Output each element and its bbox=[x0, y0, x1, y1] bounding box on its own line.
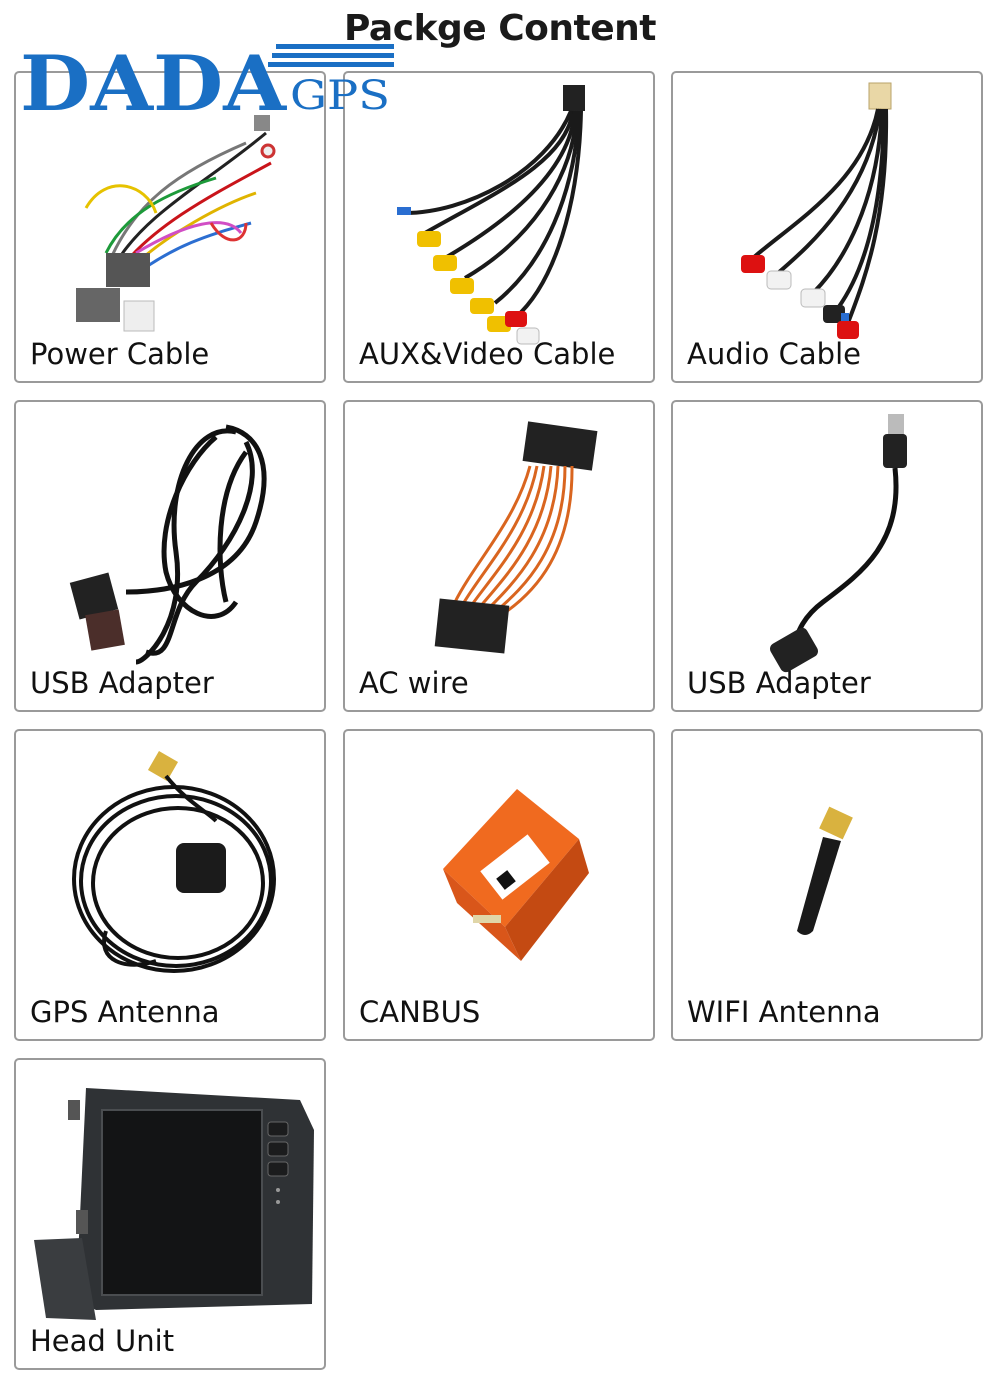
item-label: CANBUS bbox=[359, 995, 481, 1029]
head-unit-icon bbox=[34, 1088, 314, 1320]
item-card-aux-video-cable[interactable]: AUX&Video Cable bbox=[343, 71, 655, 383]
wifi-antenna-icon bbox=[797, 806, 853, 935]
canbus-decoder-box-icon bbox=[443, 789, 589, 961]
item-card-audio-cable[interactable]: Audio Cable bbox=[671, 71, 983, 383]
page-title: Packge Content bbox=[344, 8, 656, 49]
item-card-head-unit[interactable]: Head Unit bbox=[14, 1058, 326, 1370]
item-card-canbus[interactable]: CANBUS bbox=[343, 729, 655, 1041]
svg-text:GPS: GPS bbox=[290, 73, 390, 116]
dada-gps-logo: DADA GPS bbox=[20, 42, 394, 116]
item-card-usb-adapter[interactable]: USB Adapter bbox=[14, 400, 326, 712]
item-label: GPS Antenna bbox=[30, 995, 220, 1029]
usb-adapter-cable-icon bbox=[69, 424, 267, 665]
item-card-power-cable[interactable]: Power Cable bbox=[14, 71, 326, 383]
item-card-wifi-antenna[interactable]: WIFI Antenna bbox=[671, 729, 983, 1041]
rca-video-cable-icon bbox=[397, 85, 585, 345]
item-card-usb-adapter-2[interactable]: USB Adapter bbox=[671, 400, 983, 712]
item-card-gps-antenna[interactable]: GPS Antenna bbox=[14, 729, 326, 1041]
item-label: AUX&Video Cable bbox=[359, 337, 616, 371]
usb-extension-cable-icon bbox=[770, 414, 907, 673]
item-label: Audio Cable bbox=[687, 337, 861, 371]
ac-wire-harness-icon bbox=[434, 421, 598, 654]
item-label: USB Adapter bbox=[687, 666, 871, 700]
item-label: USB Adapter bbox=[30, 666, 214, 700]
item-label: WIFI Antenna bbox=[687, 995, 881, 1029]
rca-audio-cable-icon bbox=[741, 82, 892, 339]
item-label: AC wire bbox=[359, 666, 469, 700]
gps-antenna-icon bbox=[72, 750, 276, 973]
item-label: Power Cable bbox=[30, 337, 210, 371]
power-cable-harness-icon bbox=[76, 115, 276, 332]
item-label: Head Unit bbox=[30, 1324, 175, 1358]
svg-text:DADA: DADA bbox=[20, 42, 287, 116]
item-card-ac-wire[interactable]: AC wire bbox=[343, 400, 655, 712]
